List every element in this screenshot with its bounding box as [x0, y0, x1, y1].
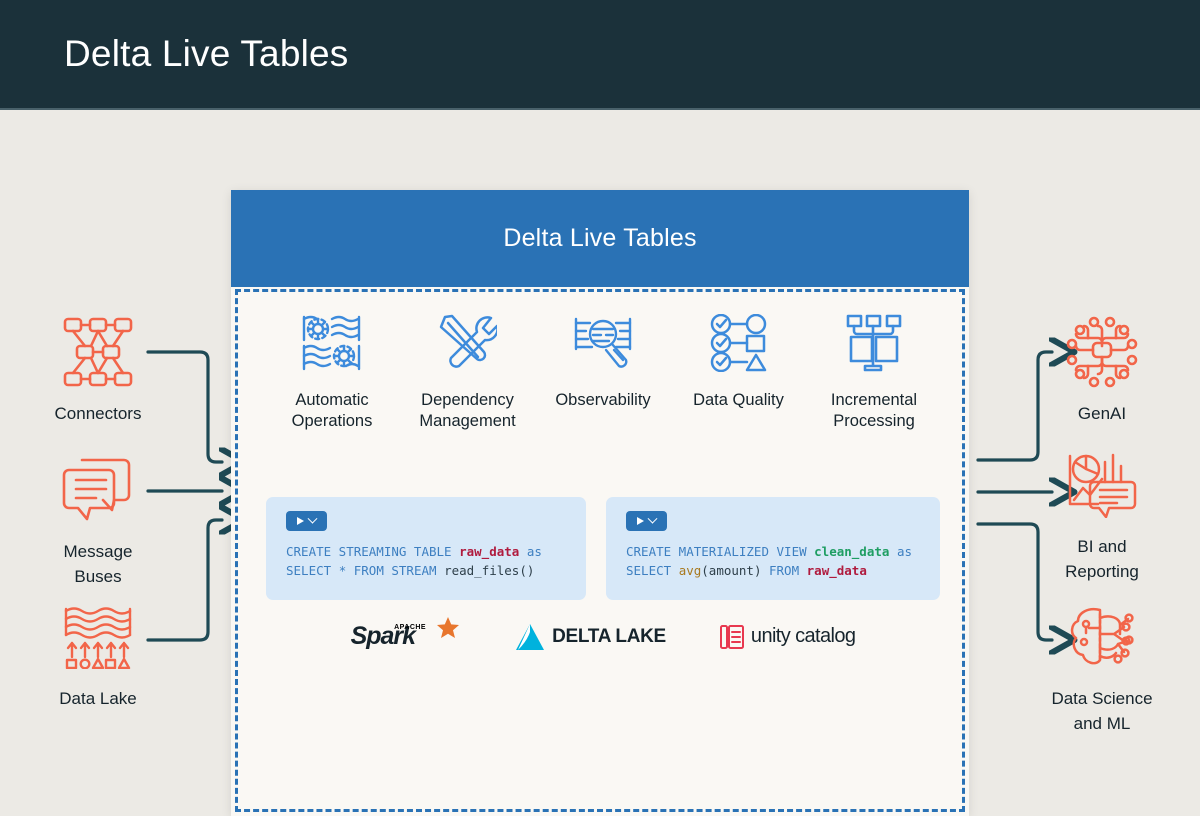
unity-catalog-wordmark: unity catalog	[750, 625, 856, 647]
source-node-message-buses[interactable]: Message Buses	[18, 453, 178, 589]
connectors-network-icon	[61, 315, 135, 389]
spark-wordmark: Spark	[350, 622, 416, 650]
run-button[interactable]	[286, 511, 327, 531]
bi-reporting-icon	[1065, 448, 1139, 522]
feature-incremental-processing[interactable]: Incremental Processing	[808, 312, 940, 432]
card-title: Delta Live Tables	[503, 224, 697, 252]
code-block-streaming-table[interactable]: CREATE STREAMING TABLE raw_data as SELEC…	[266, 497, 586, 600]
source-label: Connectors	[54, 404, 142, 423]
logo-unity-catalog: unity catalog	[719, 624, 856, 650]
delta-lake-wordmark: DELTA LAKE	[552, 625, 666, 647]
destination-node-data-science-ml[interactable]: Data Science and ML	[1022, 600, 1182, 736]
run-button[interactable]	[626, 511, 667, 531]
page-title: Delta Live Tables	[64, 33, 349, 74]
unity-catalog-icon	[719, 624, 744, 649]
checklist-flow-icon	[710, 312, 768, 374]
code-line: CREATE MATERIALIZED VIEW clean_data as	[626, 544, 912, 559]
destination-label: BI and Reporting	[1065, 537, 1139, 581]
feature-label: Observability	[555, 391, 651, 409]
feature-label: Dependency Management	[419, 391, 516, 430]
technology-logos: Spark APACHE DELTA LAKE	[238, 616, 968, 651]
card-header: Delta Live Tables	[231, 190, 969, 287]
logo-apache-spark: Spark APACHE	[350, 616, 462, 651]
play-icon	[637, 517, 644, 525]
genai-chip-icon	[1066, 315, 1138, 389]
spark-apache-label: APACHE	[394, 624, 427, 631]
spark-star-icon	[437, 616, 460, 638]
feature-observability[interactable]: Observability	[537, 312, 669, 432]
feature-label: Data Quality	[693, 391, 784, 409]
code-content: CREATE STREAMING TABLE raw_data as SELEC…	[286, 542, 570, 580]
source-label: Data Lake	[59, 689, 137, 708]
card-body-dashed-region: Automatic Operations Dependency Manageme…	[235, 289, 965, 812]
page-banner: Delta Live Tables	[0, 0, 1200, 110]
feature-list: Automatic Operations Dependency Manageme…	[238, 312, 968, 432]
logo-delta-lake: DELTA LAKE	[515, 623, 666, 651]
delta-live-tables-card: Delta Live Tables	[231, 190, 969, 816]
source-node-connectors[interactable]: Connectors	[18, 315, 178, 426]
chevron-down-icon	[647, 513, 658, 524]
source-node-data-lake[interactable]: Data Lake	[18, 600, 178, 711]
feature-data-quality[interactable]: Data Quality	[673, 312, 805, 432]
code-block-materialized-view[interactable]: CREATE MATERIALIZED VIEW clean_data as S…	[606, 497, 940, 600]
diagram-stage: Connectors Message Buses	[0, 110, 1200, 816]
destination-label: GenAI	[1077, 404, 1127, 423]
feature-dependency-management[interactable]: Dependency Management	[402, 312, 534, 432]
code-content: CREATE MATERIALIZED VIEW clean_data as S…	[626, 542, 924, 580]
destination-node-genai[interactable]: GenAI	[1022, 315, 1182, 426]
destination-label: Data Science and ML	[1051, 689, 1153, 733]
feature-label: Automatic Operations	[291, 391, 373, 430]
screwdriver-wrench-icon	[439, 312, 497, 374]
pipeline-nodes-icon	[845, 312, 903, 374]
play-icon	[297, 517, 304, 525]
data-lake-waves-icon	[63, 600, 133, 674]
delta-lake-triangle-icon	[516, 623, 545, 650]
brain-circuit-icon	[1066, 600, 1138, 674]
chevron-down-icon	[307, 513, 318, 524]
chat-bubbles-icon	[62, 453, 134, 527]
gears-waves-icon	[302, 312, 362, 374]
code-line: SELECT * FROM STREAM read_files()	[286, 563, 535, 578]
source-label: Message Buses	[63, 542, 133, 586]
destination-node-bi-reporting[interactable]: BI and Reporting	[1022, 448, 1182, 584]
magnifier-chart-icon	[573, 312, 633, 374]
code-blocks-row: CREATE STREAMING TABLE raw_data as SELEC…	[266, 497, 940, 600]
code-line: SELECT avg(amount) FROM raw_data	[626, 563, 867, 578]
code-line: CREATE STREAMING TABLE raw_data as	[286, 544, 542, 559]
feature-automatic-operations[interactable]: Automatic Operations	[266, 312, 398, 432]
feature-label: Incremental Processing	[830, 391, 918, 430]
